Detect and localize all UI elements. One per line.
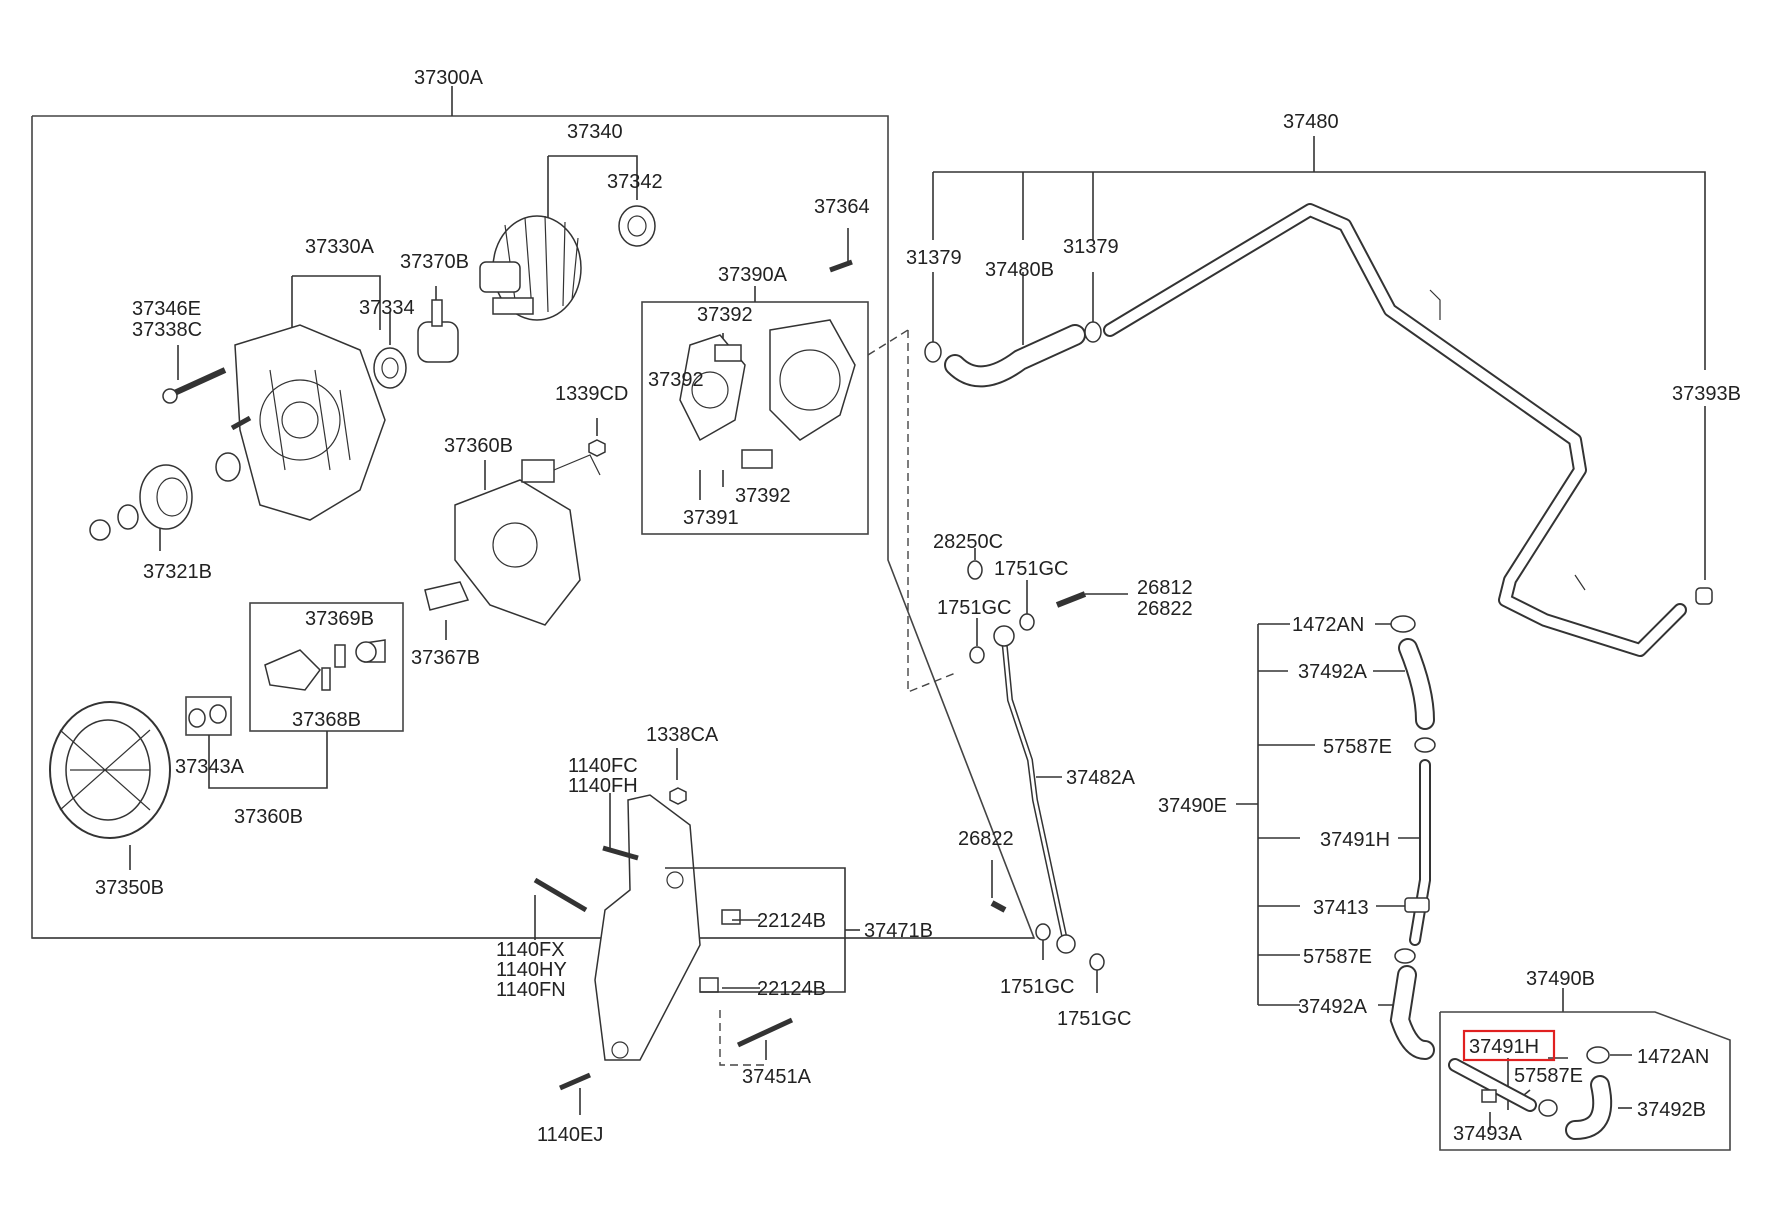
bearing-37334-part — [373, 347, 407, 389]
part-label-37392-top[interactable]: 37392 — [697, 304, 753, 326]
part-label-1472an-bot[interactable]: 1472AN — [1637, 1046, 1709, 1068]
part-label-37390a[interactable]: 37390A — [718, 264, 788, 286]
part-label-57587e-top[interactable]: 57587E — [1323, 736, 1392, 758]
part-label-26812[interactable]: 26812 — [1137, 577, 1193, 599]
part-label-37393b[interactable]: 37393B — [1672, 383, 1741, 405]
part-label-57587e-bot[interactable]: 57587E — [1514, 1065, 1583, 1087]
regulator-parts — [264, 639, 386, 691]
part-label-37492b[interactable]: 37492B — [1637, 1099, 1706, 1121]
part-label-37492a-top[interactable]: 37492A — [1298, 661, 1368, 683]
part-label-37451a[interactable]: 37451A — [742, 1066, 812, 1088]
hose-group-37490e-frame — [1236, 623, 1426, 1006]
part-label-37492a-bot[interactable]: 37492A — [1298, 996, 1368, 1018]
part-label-37491h-mid[interactable]: 37491H — [1320, 829, 1390, 851]
part-label-22124b-top[interactable]: 22124B — [757, 910, 826, 932]
part-label-37480[interactable]: 37480 — [1283, 111, 1339, 133]
part-label-1751gc-d[interactable]: 1751GC — [1057, 1008, 1132, 1030]
stator-part — [49, 701, 171, 839]
part-label-37368b[interactable]: 37368B — [292, 709, 361, 731]
hose-group-37490e-parts — [1389, 615, 1436, 1060]
part-label-37369b[interactable]: 37369B — [305, 608, 374, 630]
part-label-1751gc-a[interactable]: 1751GC — [994, 558, 1069, 580]
part-label-1140fc[interactable]: 1140FC — [568, 755, 638, 777]
part-label-31379-right[interactable]: 31379 — [1063, 236, 1119, 258]
part-label-37370b[interactable]: 37370B — [400, 251, 469, 273]
exciter-parts — [679, 319, 856, 469]
part-label-37321b[interactable]: 37321B — [143, 561, 212, 583]
part-label-57587e-mid[interactable]: 57587E — [1303, 946, 1372, 968]
part-label-37471b[interactable]: 37471B — [864, 920, 933, 942]
part-label-1140hy[interactable]: 1140HY — [496, 959, 567, 981]
highlight-box-37491h — [1462, 1029, 1556, 1062]
part-label-37360b-top[interactable]: 37360B — [444, 435, 513, 457]
part-labels: 37300A 37340 37342 37364 37330A 37370B 3… — [95, 67, 1741, 1146]
washer-parts — [188, 704, 227, 728]
part-label-37343a[interactable]: 37343A — [175, 756, 245, 778]
part-label-26822-bot[interactable]: 26822 — [958, 828, 1014, 850]
pulley-part — [89, 452, 241, 541]
part-label-37350b[interactable]: 37350B — [95, 877, 164, 899]
part-label-37490b[interactable]: 37490B — [1526, 968, 1595, 990]
bolt-part — [829, 259, 853, 273]
part-label-1472an-top[interactable]: 1472AN — [1292, 614, 1364, 636]
part-label-37493a[interactable]: 37493A — [1453, 1123, 1523, 1145]
part-label-37346e[interactable]: 37346E — [132, 298, 201, 320]
part-label-37300a[interactable]: 37300A — [414, 67, 484, 89]
rear-housing-part — [454, 454, 601, 626]
part-label-1751gc-c[interactable]: 1751GC — [1000, 976, 1075, 998]
part-label-37334[interactable]: 37334 — [359, 297, 415, 319]
nut-1339cd-part — [588, 439, 606, 457]
part-label-37364[interactable]: 37364 — [814, 196, 870, 218]
bracket-part — [594, 794, 701, 1061]
part-label-37392-mid[interactable]: 37392 — [648, 369, 704, 391]
part-label-37490e[interactable]: 37490E — [1158, 795, 1227, 817]
part-label-37360b-bot[interactable]: 37360B — [234, 806, 303, 828]
part-label-37491h-highlighted[interactable]: 37491H — [1469, 1036, 1539, 1058]
part-label-37330a[interactable]: 37330A — [305, 236, 375, 258]
small-bolt-part — [230, 415, 252, 431]
front-housing-part — [234, 324, 386, 521]
part-label-37482a[interactable]: 37482A — [1066, 767, 1136, 789]
part-label-1140fx[interactable]: 1140FX — [496, 939, 565, 961]
bearing-part — [618, 205, 656, 247]
slip-ring-part — [417, 299, 459, 363]
part-label-31379-left[interactable]: 31379 — [906, 247, 962, 269]
part-label-37342[interactable]: 37342 — [607, 171, 663, 193]
pipe-37480-frame — [932, 136, 1706, 580]
pipe-37480-part — [924, 203, 1713, 657]
part-label-1140fn[interactable]: 1140FN — [496, 979, 566, 1001]
part-label-37367b[interactable]: 37367B — [411, 647, 480, 669]
part-label-37391[interactable]: 37391 — [683, 507, 739, 529]
alternator-assembly-frame — [31, 86, 1036, 939]
part-label-1751gc-b[interactable]: 1751GC — [937, 597, 1012, 619]
part-label-37480b[interactable]: 37480B — [985, 259, 1054, 281]
part-label-1338ca[interactable]: 1338CA — [646, 724, 719, 746]
bracket-bolts — [533, 787, 794, 1091]
part-label-26822-top[interactable]: 26822 — [1137, 598, 1193, 620]
rotor-part — [479, 215, 582, 321]
part-label-37338c[interactable]: 37338C — [132, 319, 202, 341]
part-label-1140ej[interactable]: 1140EJ — [537, 1124, 603, 1146]
part-label-1140fh[interactable]: 1140FH — [568, 775, 638, 797]
brush-holder-part — [424, 581, 470, 611]
long-bolt-part — [162, 367, 227, 404]
part-label-37340[interactable]: 37340 — [567, 121, 623, 143]
part-label-37413[interactable]: 37413 — [1313, 897, 1369, 919]
part-label-22124b-bot[interactable]: 22124B — [757, 978, 826, 1000]
part-label-28250c[interactable]: 28250C — [933, 531, 1003, 553]
cable-37482a-part — [967, 560, 1105, 971]
part-label-37392-bot[interactable]: 37392 — [735, 485, 791, 507]
part-label-1339cd[interactable]: 1339CD — [555, 383, 628, 405]
hose-group-37490b-parts — [1448, 1046, 1613, 1140]
